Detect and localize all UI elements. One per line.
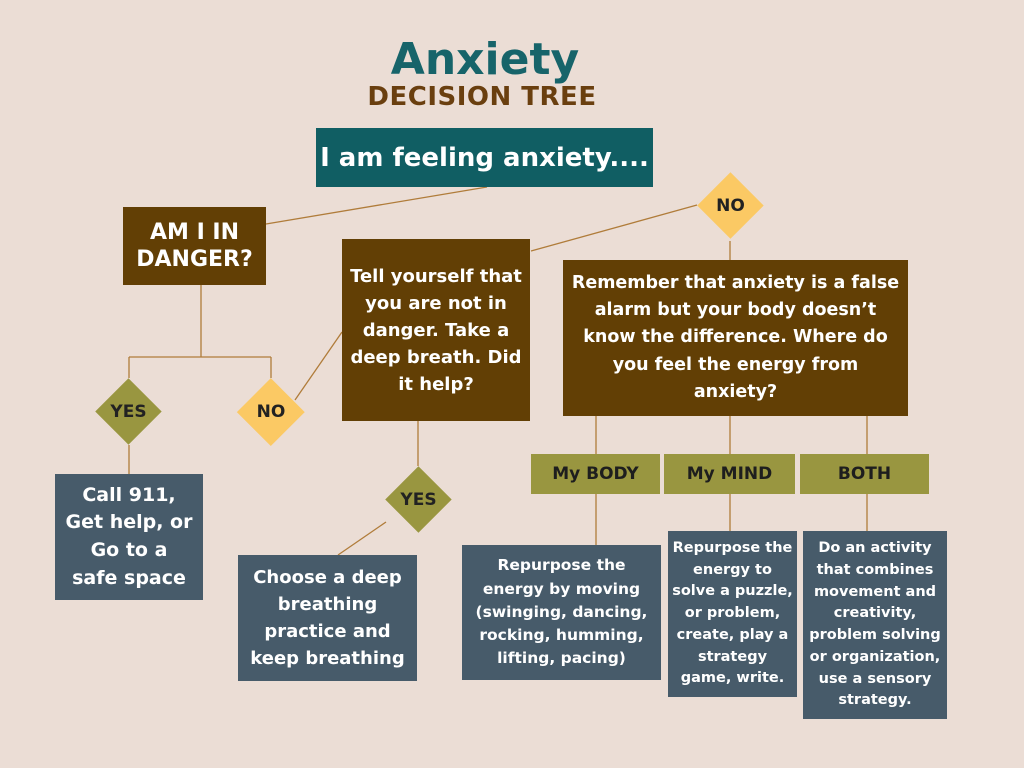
tell-yourself-node: Tell yourself that you are not in danger…	[342, 239, 530, 421]
helped-no-diamond: NO	[697, 172, 764, 239]
option-both: BOTH	[800, 454, 929, 494]
mind-action-node: Repurpose the energy to solve a puzzle, …	[668, 531, 797, 697]
danger-yes-diamond: YES	[95, 378, 162, 445]
start-node-label: I am feeling anxiety....	[320, 142, 649, 173]
helped-yes-label: YES	[400, 489, 437, 510]
call-help-label: Call 911, Get help, or Go to a safe spac…	[65, 483, 193, 589]
mind-action-label: Repurpose the energy to solve a puzzle, …	[672, 539, 793, 687]
deep-breathing-label: Choose a deep breathing practice and kee…	[250, 567, 405, 669]
page-title: Anxiety	[390, 34, 580, 85]
danger-yes-label: YES	[110, 401, 147, 422]
danger-question-label: AM I IN DANGER?	[136, 219, 253, 273]
connector-no-tell	[294, 331, 343, 401]
call-help-node: Call 911, Get help, or Go to a safe spac…	[55, 474, 203, 600]
false-alarm-label: Remember that anxiety is a false alarm b…	[571, 273, 900, 402]
danger-no-label: NO	[256, 402, 286, 422]
helped-no-label: NO	[716, 195, 745, 216]
start-node: I am feeling anxiety....	[316, 128, 653, 187]
option-body: My BODY	[531, 454, 660, 494]
option-mind-label: My MIND	[686, 464, 773, 484]
danger-no-diamond: NO	[237, 378, 305, 446]
connector-yes2-breathing	[337, 521, 387, 556]
option-both-label: BOTH	[837, 464, 892, 484]
deep-breathing-node: Choose a deep breathing practice and kee…	[238, 555, 417, 681]
false-alarm-node: Remember that anxiety is a false alarm b…	[563, 260, 908, 416]
page-subtitle: DECISION TREE	[367, 82, 597, 112]
tell-yourself-label: Tell yourself that you are not in danger…	[350, 265, 522, 395]
connector-start-danger	[265, 186, 488, 225]
danger-question-node: AM I IN DANGER?	[123, 207, 266, 285]
body-action-label: Repurpose the energy by moving (swinging…	[475, 556, 648, 668]
helped-yes-diamond: YES	[385, 466, 452, 533]
body-action-node: Repurpose the energy by moving (swinging…	[462, 545, 661, 680]
both-action-label: Do an activity that combines movement an…	[809, 540, 941, 709]
option-body-label: My BODY	[552, 464, 639, 484]
connector-tell-no2	[530, 204, 698, 252]
both-action-node: Do an activity that combines movement an…	[803, 531, 947, 719]
option-mind: My MIND	[664, 454, 795, 494]
